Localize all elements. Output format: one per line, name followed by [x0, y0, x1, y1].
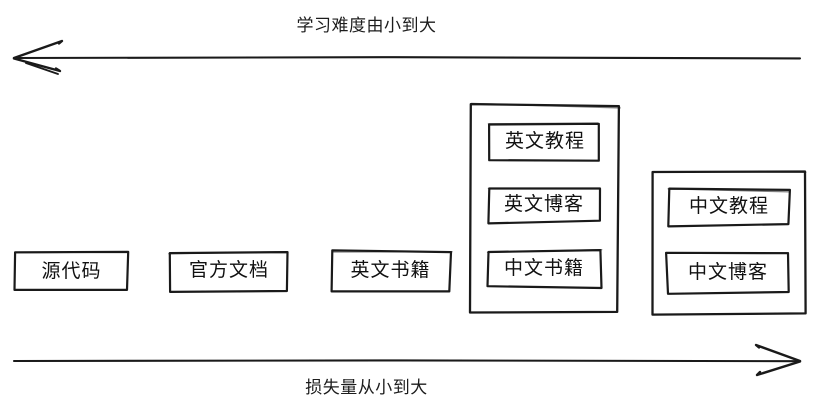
bottom-axis-arrow — [12, 343, 802, 377]
top-axis-arrow — [12, 39, 802, 75]
node-label: 中文书籍 — [503, 256, 584, 279]
node-label: 英文教程 — [504, 130, 585, 152]
bottom-axis-label: 损失量从小到大 — [305, 378, 428, 398]
node-label: 中文教程 — [688, 195, 769, 217]
node-label: 中文博客 — [687, 261, 768, 283]
group-chinese-stack[interactable]: 中文教程中文博客 — [650, 170, 807, 316]
group-english-stack[interactable]: 英文教程英文博客中文书籍 — [468, 102, 621, 314]
node-中文博客[interactable]: 中文博客 — [665, 251, 790, 295]
node-英文书籍[interactable]: 英文书籍 — [330, 249, 453, 293]
node-英文博客[interactable]: 英文博客 — [487, 187, 602, 225]
node-官方文档[interactable]: 官方文档 — [168, 251, 289, 293]
node-label: 源代码 — [41, 259, 102, 282]
node-英文教程[interactable]: 英文教程 — [487, 122, 601, 162]
node-中文书籍[interactable]: 中文书籍 — [486, 249, 603, 290]
node-源代码[interactable]: 源代码 — [13, 250, 130, 292]
node-label: 官方文档 — [188, 259, 269, 281]
node-中文教程[interactable]: 中文教程 — [667, 187, 791, 228]
top-axis-label: 学习难度由小到大 — [296, 16, 437, 36]
node-label: 英文博客 — [503, 193, 584, 215]
node-label: 英文书籍 — [350, 258, 431, 281]
